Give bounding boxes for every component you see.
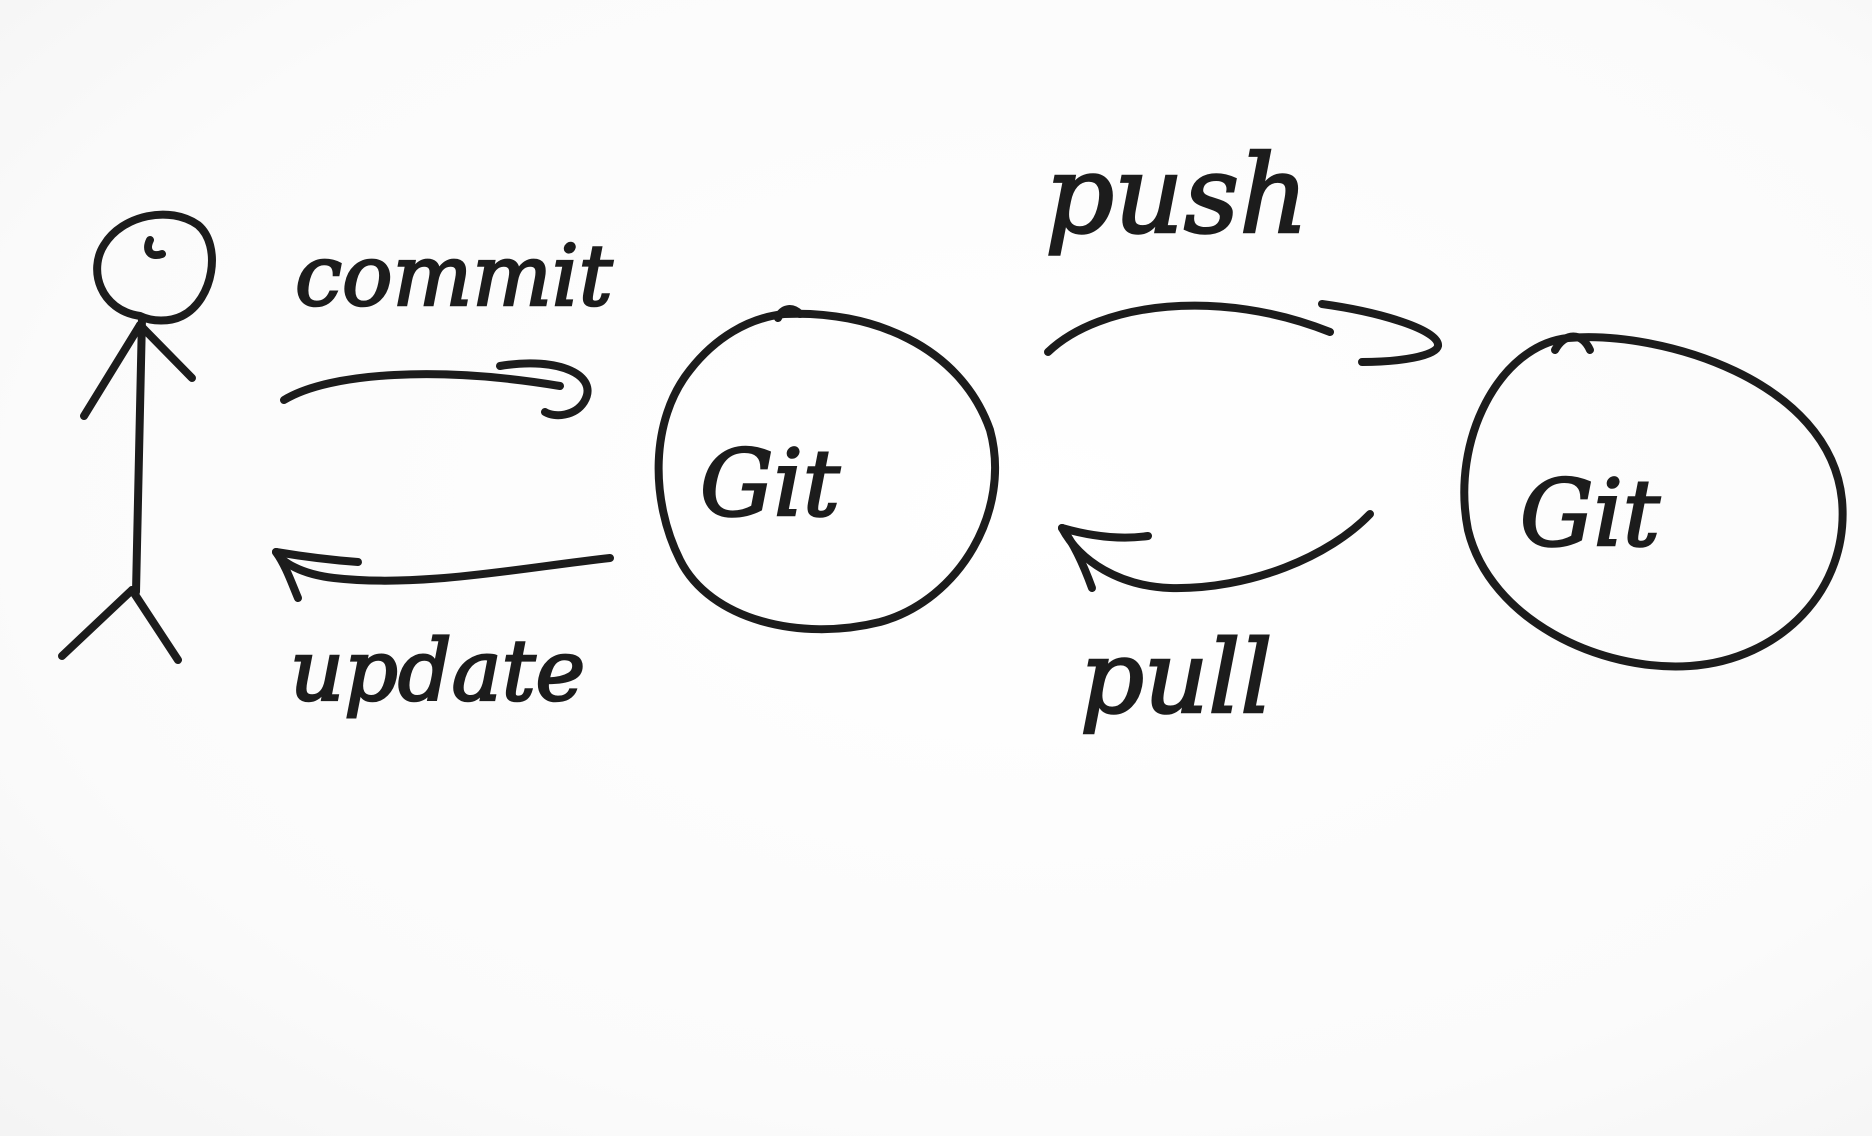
stick-figure-user-icon bbox=[58, 210, 216, 664]
push-label: push bbox=[1045, 133, 1309, 258]
update-label: update bbox=[290, 622, 585, 720]
update-edge: update bbox=[272, 548, 614, 721]
remote-git-circle bbox=[1460, 333, 1847, 671]
pull-edge: pull bbox=[1058, 510, 1374, 737]
update-arrow bbox=[272, 548, 614, 585]
local-git-repo-node: Git bbox=[654, 305, 999, 634]
pull-arrow bbox=[1058, 510, 1374, 593]
local-git-label: Git bbox=[700, 430, 841, 537]
remote-git-label: Git bbox=[1520, 460, 1661, 567]
local-git-circle bbox=[654, 309, 999, 634]
commit-edge: commit bbox=[280, 226, 614, 420]
push-edge: push bbox=[1044, 132, 1442, 366]
pull-label: pull bbox=[1080, 619, 1272, 736]
remote-git-repo-node: Git bbox=[1460, 332, 1847, 671]
commit-arrow bbox=[280, 370, 564, 404]
push-arrow bbox=[1044, 301, 1334, 356]
commit-label: commit bbox=[295, 227, 613, 325]
